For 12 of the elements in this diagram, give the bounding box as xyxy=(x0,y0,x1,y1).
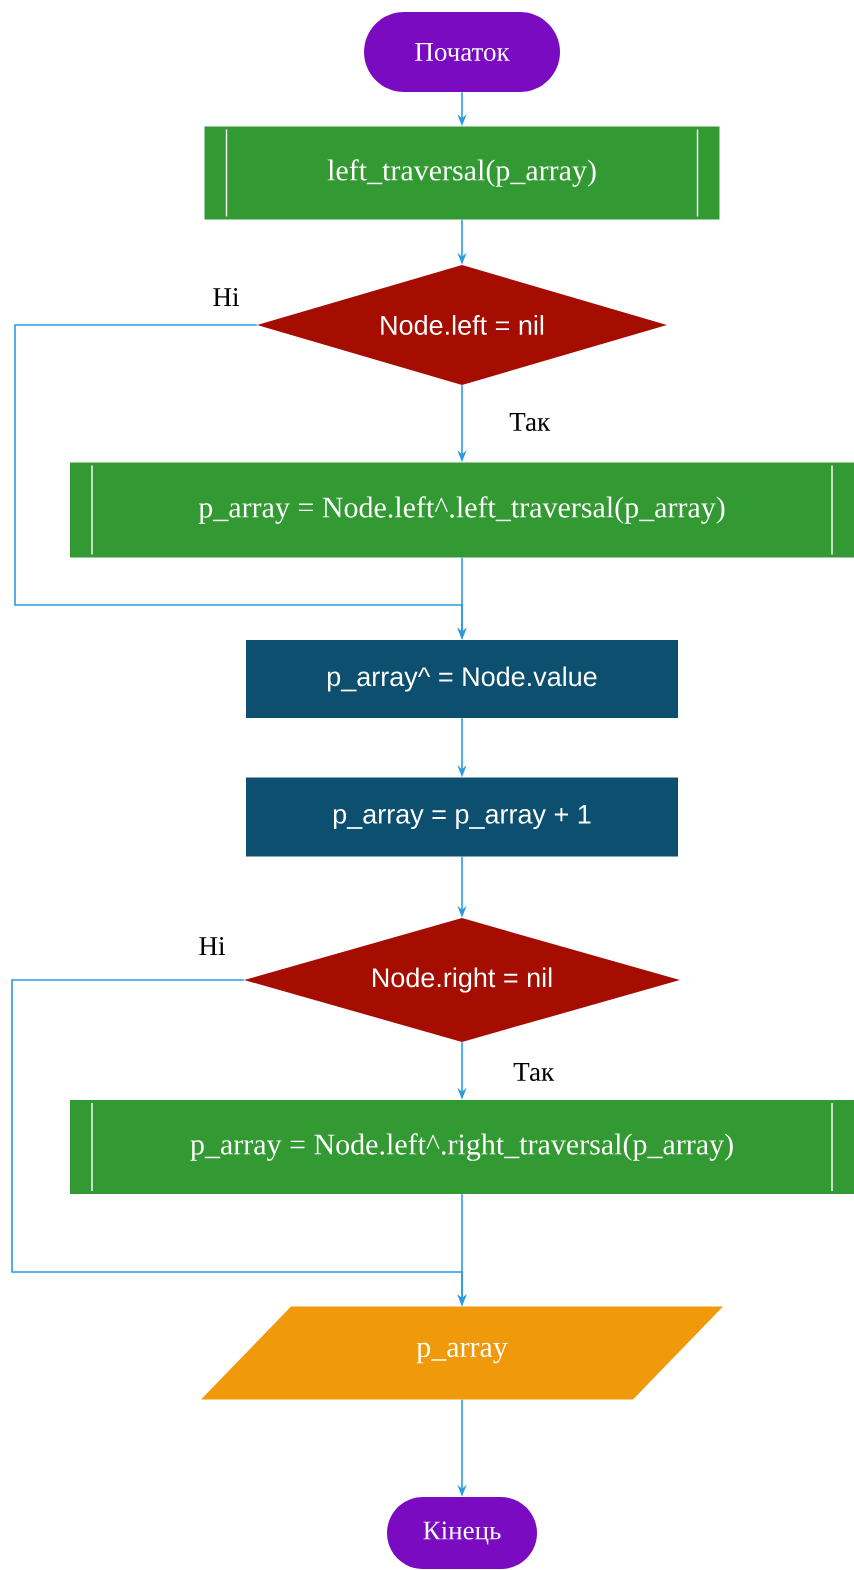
edge-label: Так xyxy=(508,412,552,432)
edge-label: Так xyxy=(512,1062,556,1082)
process-box: p_array^ = Node.value xyxy=(246,640,678,718)
subroutine-box: p_array = Node.left^.left_traversal(p_array) xyxy=(70,462,854,558)
terminal-pill: Початок xyxy=(364,12,560,92)
io-parallelogram: p_array xyxy=(201,1306,723,1400)
subroutine-box: left_traversal(p_array) xyxy=(204,126,720,220)
edge-label: Ні xyxy=(211,287,241,307)
process-box: p_array = p_array + 1 xyxy=(246,777,678,857)
edge-label: Ні xyxy=(197,936,227,956)
subroutine-box: p_array = Node.left^.right_traversal(p_array) xyxy=(70,1100,854,1194)
terminal-pill: Кінець xyxy=(387,1497,537,1569)
